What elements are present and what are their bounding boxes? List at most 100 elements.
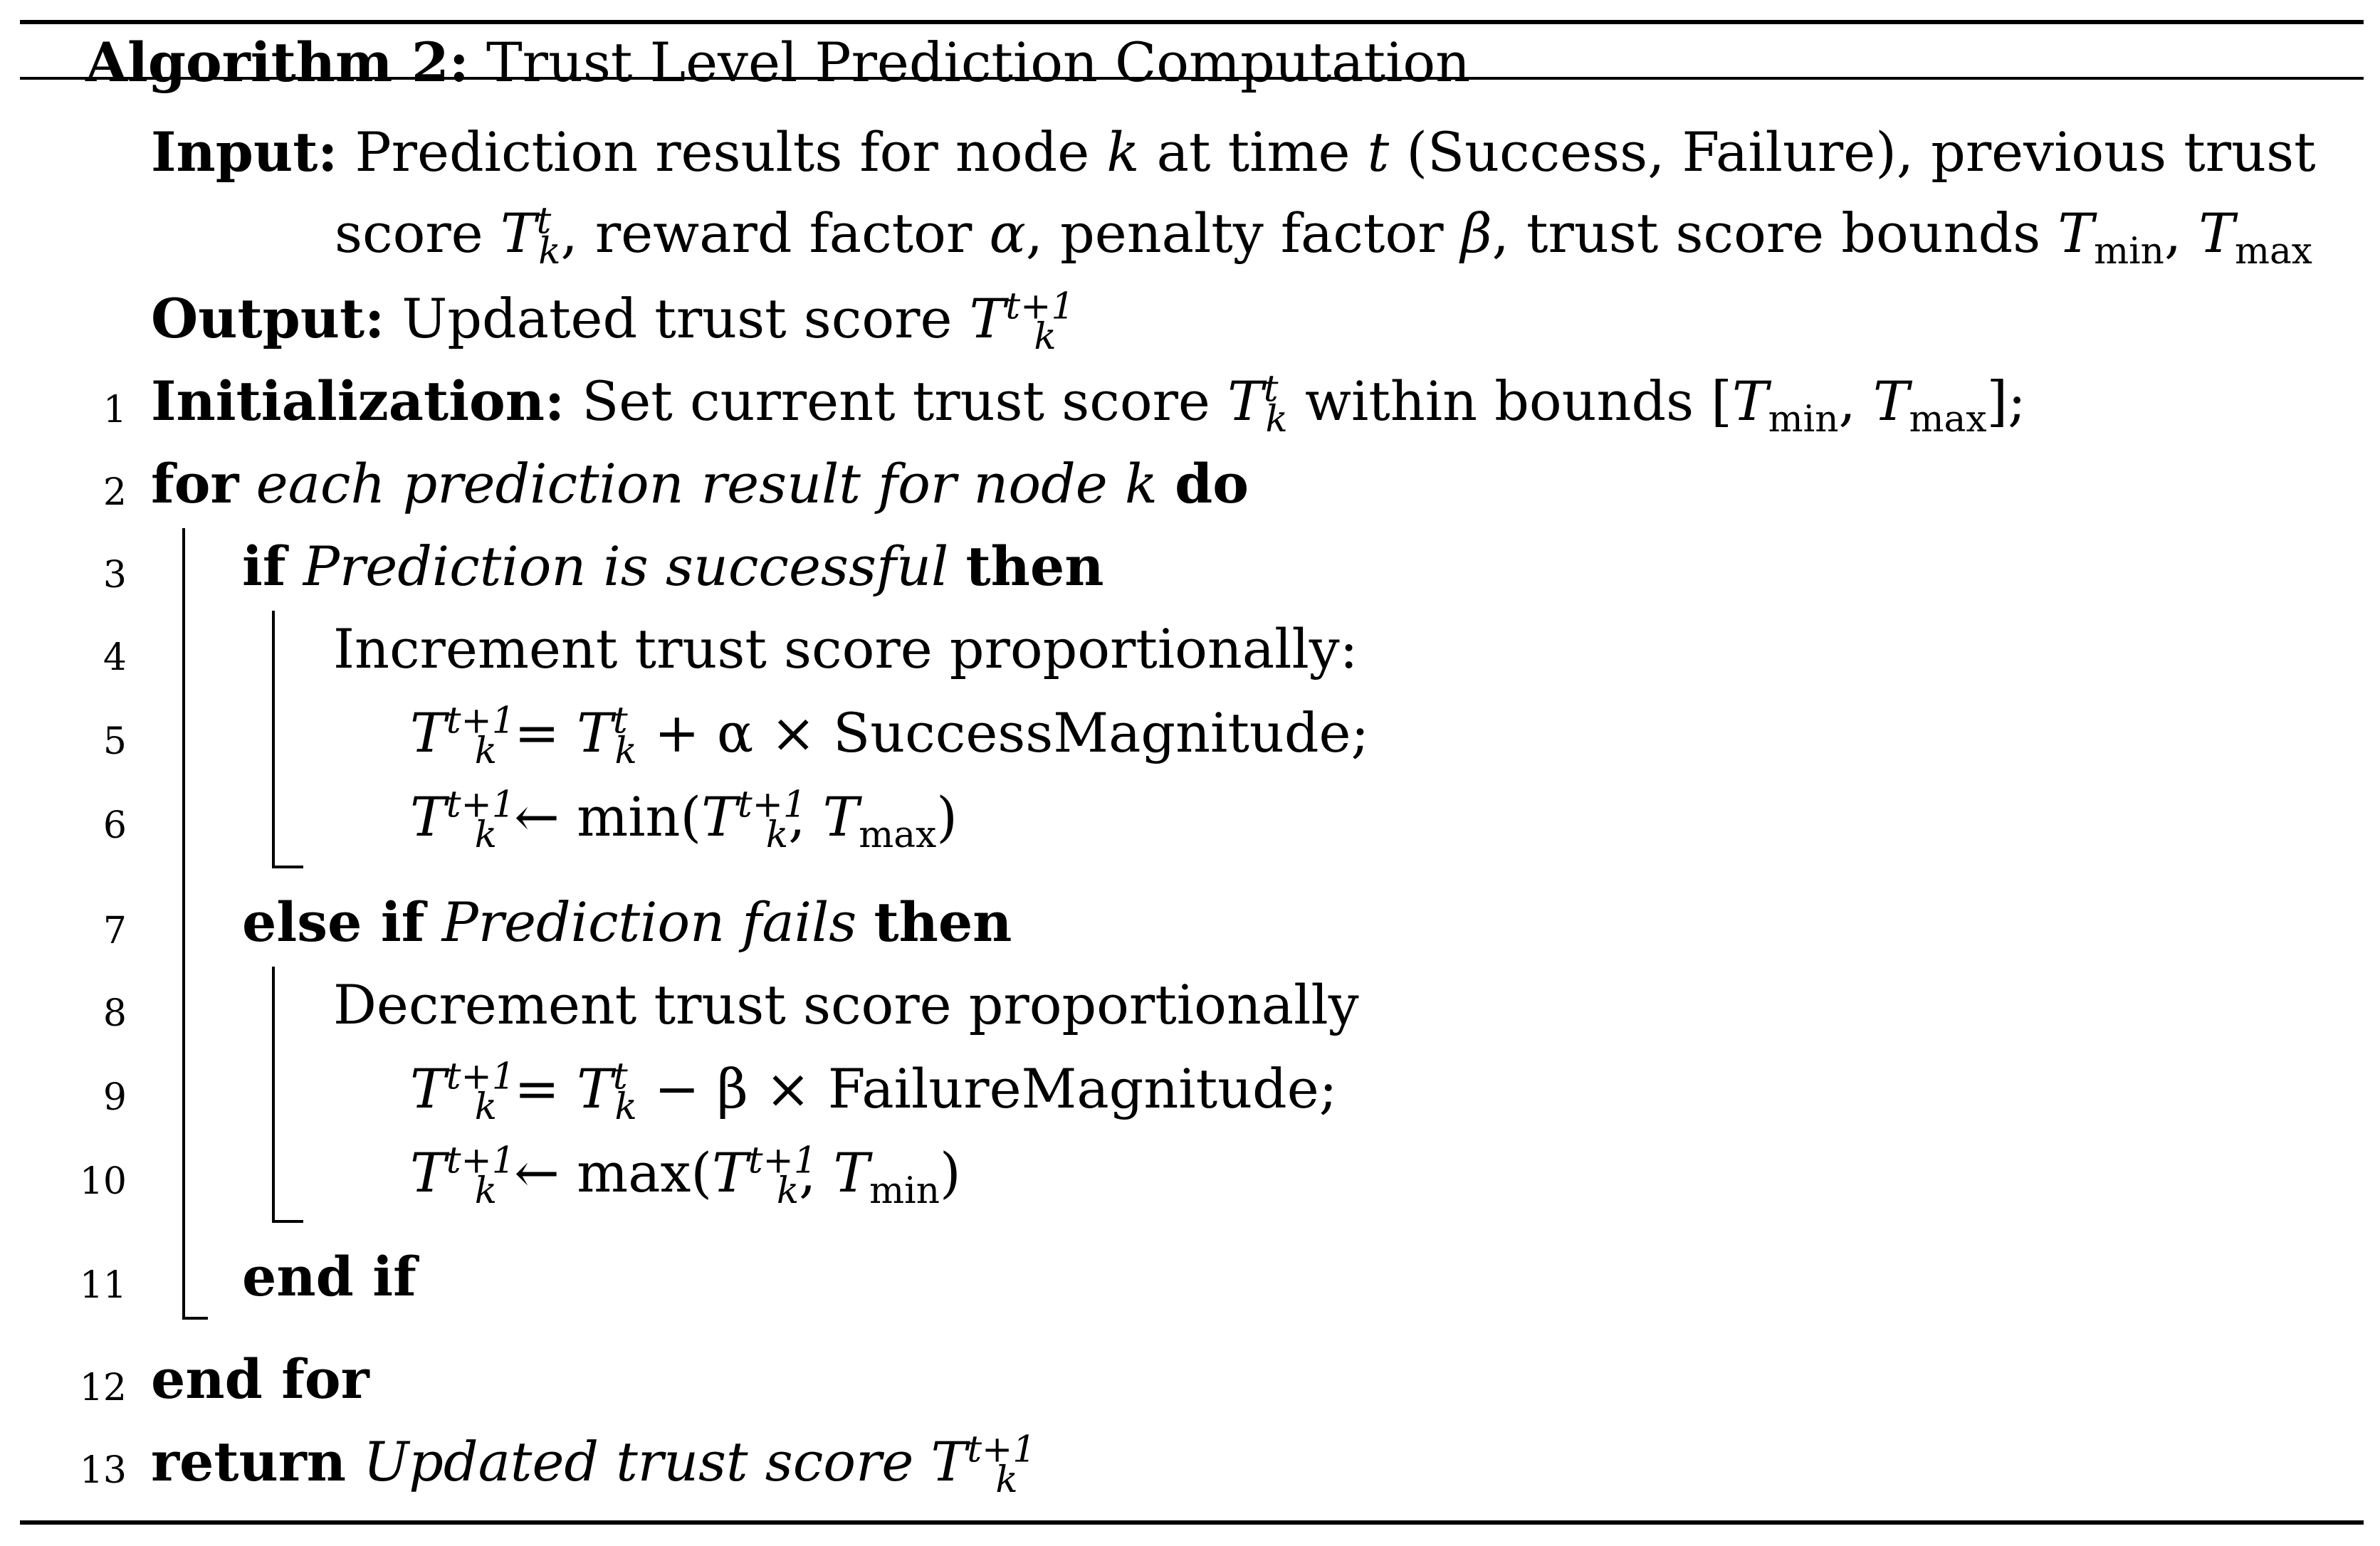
input-text: (Success, Failure), previous trust	[1406, 120, 2316, 184]
line-13: return Updated trust score Tt+1k	[151, 1431, 1036, 1498]
line-text: − β × FailureMagnitude;	[654, 1057, 1338, 1120]
else-if-block-bar	[272, 967, 275, 1223]
var-beta: β	[1460, 201, 1492, 265]
line-6: Tt+1k ← min(Tt+1k, Tmax)	[410, 783, 958, 857]
var-T: T	[410, 1057, 446, 1120]
line-10: Tt+1k ← max(Tt+1k, Tmin)	[410, 1139, 961, 1213]
input-text: score	[335, 201, 483, 265]
line-number: 8	[103, 992, 127, 1035]
line-text: within bounds [	[1304, 369, 1732, 433]
sup-t: t	[1263, 367, 1279, 411]
line-7: else if Prediction fails then	[242, 895, 1012, 950]
for-condition: each prediction result for node k	[256, 452, 1158, 515]
output-text: Updated trust score	[402, 287, 953, 350]
line-11: end if	[242, 1250, 416, 1304]
sub-k: k	[1034, 315, 1057, 359]
algorithm-title: Trust Level Prediction Computation	[486, 31, 1471, 94]
line-number: 3	[103, 554, 127, 596]
line-number: 9	[103, 1076, 127, 1119]
if-condition: Prediction is successful	[303, 535, 949, 598]
keyword-initialization: Initialization:	[151, 369, 565, 433]
else-if-block-hook	[272, 1220, 303, 1223]
keyword-then: then	[965, 535, 1104, 598]
var-T: T	[1872, 369, 1909, 433]
line-12: end for	[151, 1352, 369, 1406]
line-text: Set current trust score	[582, 369, 1210, 433]
var-T: T	[2057, 201, 2095, 265]
sub-k: k	[776, 1169, 800, 1213]
var-T: T	[410, 785, 446, 848]
line-number: 12	[79, 1367, 127, 1409]
line-9: Tt+1k = Ttk − β × FailureMagnitude;	[410, 1058, 1337, 1125]
sup-t1: t+1	[1005, 285, 1075, 328]
sub-max: max	[2234, 230, 2312, 273]
line-8: Decrement trust score proportionally	[333, 978, 1359, 1032]
if-block-hook	[272, 866, 303, 868]
return-value: Updated trust score	[363, 1430, 914, 1493]
input-line-2: score Ttk, reward factor α, penalty fact…	[335, 199, 2312, 273]
operator: =	[514, 1057, 560, 1120]
line-number: 11	[79, 1264, 127, 1307]
line-number: 6	[103, 804, 127, 847]
sub-min: min	[869, 1169, 940, 1213]
var-T: T	[2198, 201, 2235, 265]
keyword-end-if: end if	[242, 1245, 416, 1308]
var-T: T	[500, 201, 537, 265]
var-alpha: α	[989, 201, 1026, 265]
var-T: T	[712, 1141, 748, 1204]
else-if-condition: Prediction fails	[441, 890, 857, 954]
keyword-if: if	[242, 535, 286, 598]
input-text: , trust score bounds	[1492, 201, 2041, 265]
input-text: at time	[1156, 120, 1351, 184]
line-number: 2	[103, 471, 127, 514]
sub-k: k	[614, 730, 637, 773]
var-T: T	[930, 1430, 968, 1493]
line-number: 7	[103, 910, 127, 952]
line-5: Tt+1k = Ttk + α × SuccessMagnitude;	[410, 703, 1369, 769]
sup-t: t	[612, 1055, 628, 1098]
input-line-1: Input: Prediction results for node k at …	[151, 125, 2316, 179]
output-label: Output:	[151, 287, 385, 350]
if-block-bar	[272, 611, 275, 868]
line-number: 13	[79, 1449, 127, 1492]
sub-k: k	[538, 230, 561, 273]
var-T: T	[969, 287, 1006, 350]
keyword-return: return	[151, 1430, 347, 1493]
keyword-end-for: end for	[151, 1347, 369, 1411]
fn-max: max(	[577, 1141, 713, 1204]
sub-k: k	[474, 1085, 498, 1129]
input-text: , penalty factor	[1025, 201, 1444, 265]
caption-rule	[20, 77, 2364, 80]
sub-k: k	[474, 814, 498, 857]
var-t: t	[1367, 120, 1390, 184]
var-T: T	[822, 785, 859, 848]
line-number: 4	[103, 636, 127, 679]
var-k: k	[1106, 120, 1140, 184]
var-T: T	[410, 701, 446, 764]
line-number: 1	[103, 389, 127, 431]
var-T: T	[577, 701, 613, 764]
sub-k: k	[765, 814, 789, 857]
fn-min: min(	[577, 785, 702, 848]
line-3: if Prediction is successful then	[242, 540, 1104, 594]
line-1: Initialization: Set current trust score …	[151, 367, 2026, 441]
input-label: Input:	[151, 120, 338, 184]
sub-min: min	[2094, 230, 2164, 273]
var-T: T	[410, 1141, 446, 1204]
line-number: 10	[79, 1160, 127, 1203]
keyword-else-if: else if	[242, 890, 425, 954]
sup-t1: t+1	[967, 1428, 1037, 1471]
var-T: T	[701, 785, 738, 848]
input-text: Prediction results for node	[355, 120, 1090, 184]
var-T: T	[833, 1141, 870, 1204]
line-text: + α × SuccessMagnitude;	[654, 701, 1370, 764]
top-rule	[20, 20, 2364, 24]
algorithm-label: Algorithm 2:	[85, 31, 469, 94]
sub-k: k	[995, 1458, 1018, 1502]
operator: ←	[514, 1141, 560, 1204]
line-number: 5	[103, 720, 127, 763]
for-block-hook	[182, 1317, 208, 1320]
var-T: T	[577, 1057, 613, 1120]
line-text: Decrement trust score proportionally	[333, 973, 1359, 1036]
keyword-do: do	[1175, 452, 1249, 515]
